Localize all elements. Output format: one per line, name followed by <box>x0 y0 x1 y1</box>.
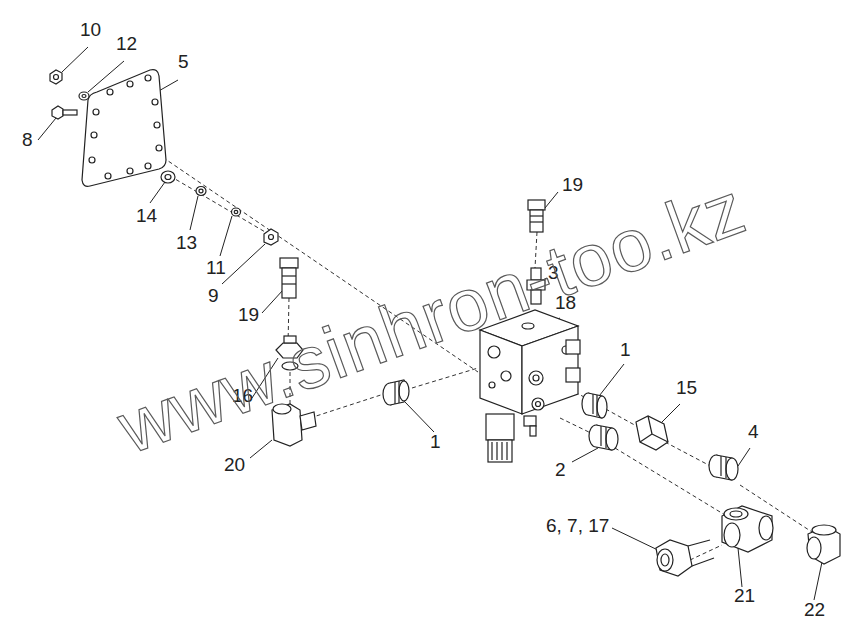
callout-number: 4 <box>748 422 759 441</box>
callout-number: 19 <box>238 305 259 324</box>
callout-number: 15 <box>676 378 697 397</box>
callout-number: 2 <box>555 460 566 479</box>
callout-number: 6, 7, 17 <box>546 516 609 535</box>
callout-number: 9 <box>208 286 219 305</box>
callout-number: 1 <box>430 432 441 451</box>
callout-number: 20 <box>224 455 245 474</box>
callout-number: 10 <box>80 20 101 39</box>
callout-number: 12 <box>116 34 137 53</box>
callout-number: 13 <box>176 233 197 252</box>
callout-number: 8 <box>22 130 33 149</box>
center-lines <box>105 118 812 560</box>
callout-number: 21 <box>734 586 755 605</box>
callout-number: 11 <box>206 258 226 277</box>
callout-number: 1 <box>620 340 631 359</box>
callout-number: 14 <box>136 206 157 225</box>
leader-lines <box>38 47 822 600</box>
callout-number: 19 <box>562 175 583 194</box>
callout-number: 5 <box>178 52 189 71</box>
parts <box>50 70 840 576</box>
callout-number: 22 <box>804 600 825 619</box>
